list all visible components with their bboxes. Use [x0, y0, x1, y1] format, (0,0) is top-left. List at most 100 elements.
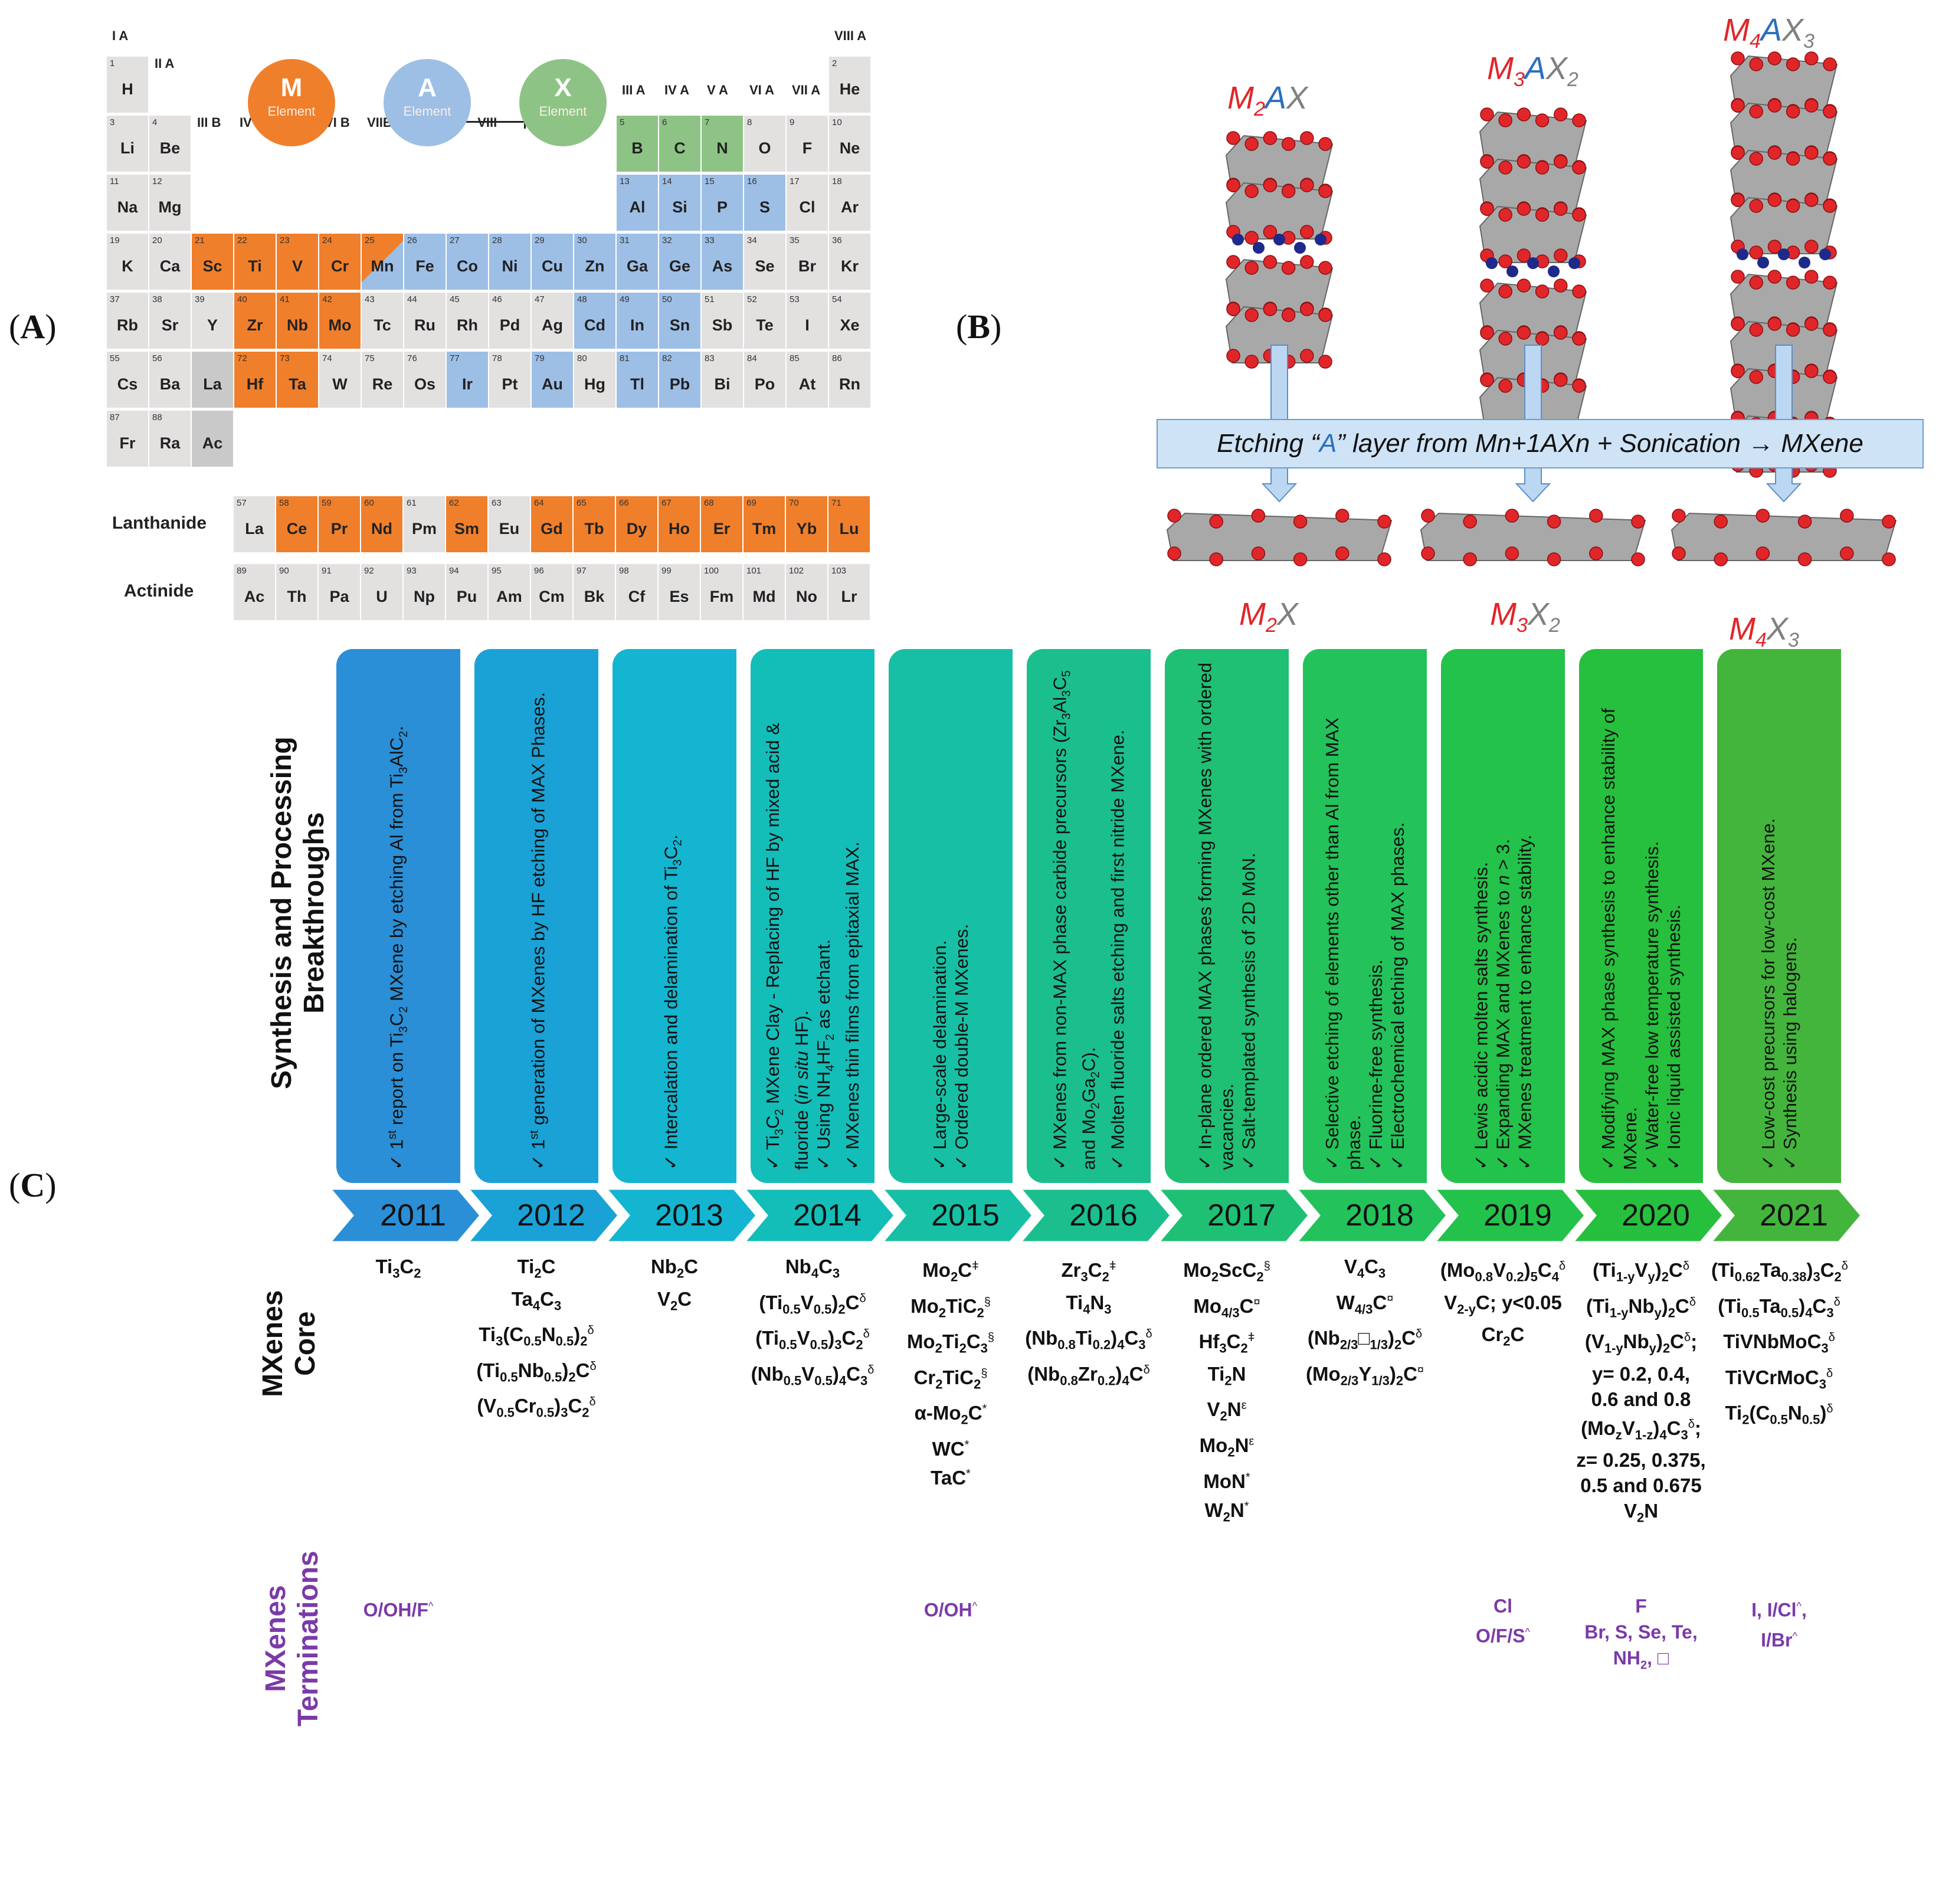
a-layer-atoms: [1778, 248, 1790, 260]
max-layer-atom: [1749, 199, 1763, 213]
max-layer-atom: [1244, 231, 1259, 245]
max-layer-atom: [1517, 155, 1531, 169]
element-symbol: Gd: [541, 520, 563, 538]
breakthrough-card-2018: ✓ Selective etching of elements other th…: [1303, 649, 1427, 1183]
breakthrough-text: ✓ MXenes from non-MAX phase carbide prec…: [1049, 663, 1128, 1170]
element-symbol: He: [839, 80, 860, 98]
mxene-sheet-atom: [1589, 509, 1603, 523]
max-layer-atom: [1480, 325, 1494, 339]
max-layer-atom: [1498, 379, 1512, 393]
mxene-sheet-atom: [1840, 546, 1854, 561]
mxene-sheet: [1166, 512, 1393, 561]
element-symbol: La: [203, 375, 222, 393]
max-layer-atom: [1535, 208, 1550, 222]
element-symbol: P: [716, 198, 728, 216]
mxene-sheet-atom: [1714, 514, 1728, 529]
mxene-termination-2015: O/OH^: [923, 1599, 978, 1621]
max-layer-atom: [1786, 198, 1800, 212]
atomic-number: 99: [661, 566, 672, 576]
year-text: 2011: [380, 1198, 446, 1233]
max-layer-atom: [1786, 323, 1800, 337]
atomic-number: 28: [492, 235, 502, 245]
atomic-number: 72: [237, 353, 247, 363]
atomic-number: 44: [407, 294, 417, 304]
atomic-number: 6: [662, 117, 667, 127]
group-label: VIII A: [834, 28, 867, 43]
atomic-number: 33: [705, 235, 715, 245]
atomic-number: 2: [832, 58, 837, 68]
max-layer-atom: [1749, 57, 1763, 71]
mxene-sheet-atom: [1209, 552, 1223, 566]
mxene-sheet-atom: [1547, 514, 1561, 529]
max-layer-atom: [1554, 107, 1568, 122]
atomic-number: 85: [790, 353, 800, 363]
element-symbol: Mn: [371, 257, 394, 275]
element-symbol: Zr: [247, 316, 263, 334]
max-layer-atom: [1786, 322, 1800, 336]
atomic-number: 87: [110, 412, 120, 422]
atomic-number: 37: [110, 294, 120, 304]
mxene-formula: M4X3: [1729, 611, 1799, 651]
mxene-sheet-atom: [1631, 514, 1645, 529]
year-label: 2021: [1728, 1186, 1860, 1239]
max-layer-atom: [1226, 302, 1240, 316]
row-title-line: MXenes: [260, 1585, 291, 1692]
max-layer-atom: [1823, 198, 1837, 212]
max-layer-atom: [1517, 248, 1531, 263]
max-layer-atom: [1226, 255, 1240, 269]
year-label: 2020: [1590, 1186, 1722, 1239]
max-layer-atom: [1300, 131, 1314, 145]
max-layer-atom: [1244, 308, 1259, 322]
mxene-sheet-atom: [1882, 552, 1896, 566]
element-symbol: Np: [414, 588, 435, 605]
breakthrough-item: ✓ Selective etching of elements other th…: [1322, 717, 1364, 1170]
breakthrough-card-2021: ✓ Low-cost precursors for low-cost MXene…: [1717, 649, 1841, 1183]
atomic-number: 17: [790, 176, 800, 186]
max-layer-atom: [1300, 302, 1314, 316]
element-symbol: Si: [672, 198, 687, 216]
element-symbol: Rn: [839, 375, 860, 393]
element-symbol: Y: [207, 316, 218, 334]
max-layer-atom: [1554, 373, 1568, 387]
element-symbol: Ce: [286, 520, 307, 538]
max-layer-atom: [1767, 363, 1782, 378]
max-layer-atom: [1517, 325, 1531, 339]
element-symbol: La: [245, 520, 264, 538]
max-layer-atom: [1535, 113, 1550, 127]
a-layer-atoms: [1819, 248, 1831, 260]
element-symbol: O: [758, 139, 771, 157]
year-text: 2012: [517, 1198, 585, 1233]
max-layer-atom: [1804, 363, 1819, 378]
max-layer-atom: [1767, 270, 1782, 284]
max-layer-atom: [1535, 379, 1550, 393]
max-layer-atom: [1804, 51, 1819, 65]
max-layer-atom: [1786, 104, 1800, 118]
max-layer-atom: [1498, 113, 1512, 127]
element-symbol: Ho: [669, 520, 690, 538]
a-layer-atoms: [1232, 234, 1244, 245]
max-layer-atom: [1554, 326, 1568, 340]
mxene-sheet-atom: [1335, 546, 1350, 561]
element-symbol: Rb: [117, 316, 138, 334]
year-text: 2016: [1069, 1198, 1138, 1233]
element-symbol: Cf: [628, 588, 646, 605]
max-layer-atom: [1823, 245, 1837, 260]
atomic-number: 92: [364, 566, 374, 576]
group-label: III B: [197, 115, 221, 130]
element-symbol: C: [674, 139, 686, 157]
panel-label-b: (B): [956, 307, 1002, 346]
